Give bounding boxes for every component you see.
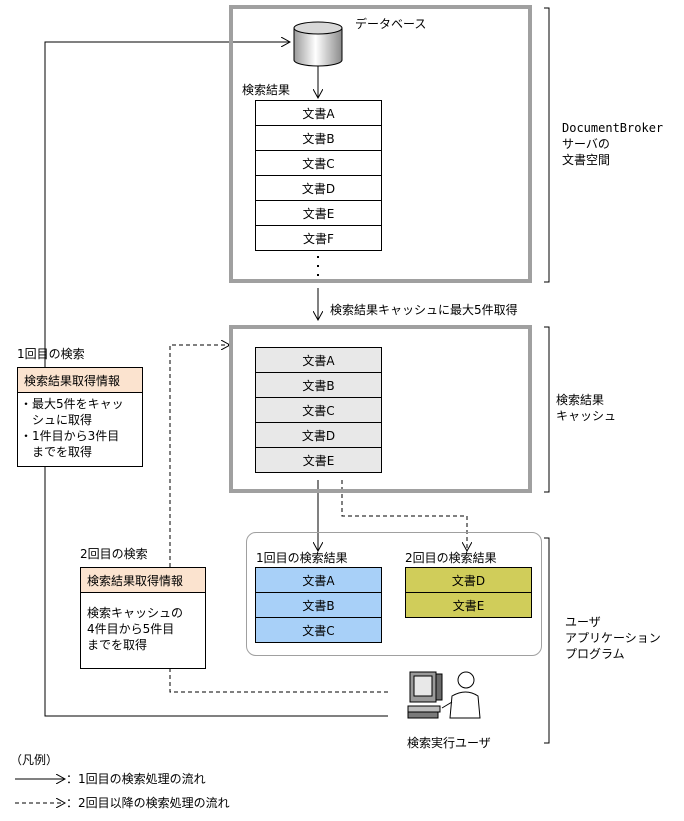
first-info-line-3: ・1件目から3件目 — [20, 429, 120, 443]
fetch-label: 検索結果キャッシュに最大5件取得 — [330, 303, 518, 317]
cache-doc-c: 文書C — [255, 397, 382, 423]
server-doc-c: 文書C — [255, 150, 382, 176]
app-side-label-3: プログラム — [565, 647, 625, 661]
result2-doc-e: 文書E — [405, 592, 532, 618]
app-results-frame — [246, 532, 542, 656]
cache-doc-d: 文書D — [255, 422, 382, 448]
first-search-title: 1回目の検索 — [17, 347, 85, 361]
server-doc-e: 文書E — [255, 200, 382, 226]
app-side-label-1: ユーザ — [565, 615, 601, 629]
cache-doc-b: 文書B — [255, 372, 382, 398]
server-doc-f: 文書F — [255, 225, 382, 251]
cache-to-result2-dashed-arrow — [341, 480, 467, 551]
cache-side-label-1: 検索結果 — [556, 393, 605, 407]
second-info-line-1: 検索キャッシュの — [87, 606, 184, 620]
database-icon — [293, 21, 343, 67]
second-info-line-3: までを取得 — [87, 638, 148, 652]
server-side-label-2: サーバの — [562, 137, 610, 151]
result2-title: 2回目の検索結果 — [405, 551, 497, 565]
second-info-line-2: 4件目から5件目 — [87, 622, 175, 636]
user-computer-icon — [407, 671, 481, 719]
search-results-label: 検索結果 — [242, 83, 291, 97]
result1-doc-b: 文書B — [255, 592, 382, 618]
user-label: 検索実行ユーザ — [407, 736, 491, 750]
cache-doc-e: 文書E — [255, 447, 382, 473]
server-bracket — [544, 7, 550, 283]
server-space-frame — [229, 5, 532, 283]
database-label: データベース — [355, 17, 427, 31]
cache-bracket — [544, 326, 550, 493]
result1-doc-a: 文書A — [255, 567, 382, 593]
first-info-line-2: シュに取得 — [20, 413, 93, 427]
first-info-line-4: までを取得 — [20, 445, 93, 459]
legend-dashed-label: ：2回目以降の検索処理の流れ — [66, 796, 230, 810]
second-search-flow-line — [169, 345, 388, 693]
cache-frame — [229, 325, 532, 493]
cache-doc-a: 文書A — [255, 347, 382, 373]
second-search-info-box: 検索結果取得情報 検索キャッシュの 4件目から5件目 までを取得 — [80, 567, 206, 669]
first-search-info-box: 検索結果取得情報 ・最大5件をキャッ シュに取得 ・1件目から3件目 までを取得 — [17, 367, 143, 467]
ellipsis-dots — [317, 256, 319, 276]
cache-side-label-2: キャッシュ — [556, 409, 617, 423]
result2-doc-d: 文書D — [405, 567, 532, 593]
server-doc-b: 文書B — [255, 125, 382, 151]
server-doc-d: 文書D — [255, 175, 382, 201]
server-side-label-1: DocumentBroker — [562, 121, 664, 135]
server-side-label-3: 文書空間 — [562, 153, 611, 167]
second-search-info-header: 検索結果取得情報 — [81, 568, 205, 593]
result1-title: 1回目の検索結果 — [256, 551, 348, 565]
app-bracket — [544, 537, 550, 744]
server-doc-a: 文書A — [255, 100, 382, 126]
legend-solid-label: ：1回目の検索処理の流れ — [66, 772, 206, 786]
result1-doc-c: 文書C — [255, 617, 382, 643]
second-search-title: 2回目の検索 — [80, 547, 148, 561]
app-side-label-2: アプリケーション — [565, 631, 661, 645]
first-search-info-header: 検索結果取得情報 — [18, 368, 142, 393]
first-info-line-1: ・最大5件をキャッ — [20, 397, 124, 411]
legend-title: （凡例） — [10, 753, 59, 767]
